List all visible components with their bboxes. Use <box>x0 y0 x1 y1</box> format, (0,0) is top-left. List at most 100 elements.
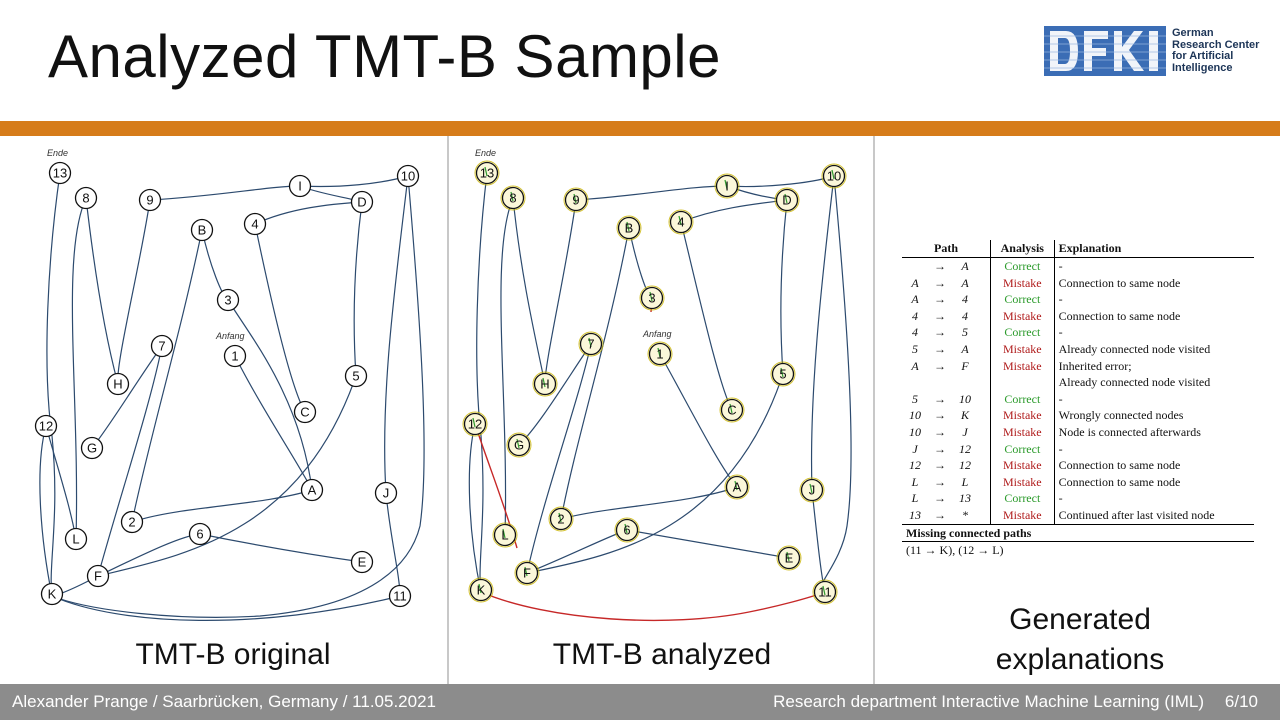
node-label: H <box>540 377 549 392</box>
node-label: L <box>72 532 79 547</box>
missing-paths-value: (11 → K), (12 → L) <box>906 543 1004 558</box>
path-to: 4 <box>962 292 968 307</box>
node-label: 11 <box>818 585 832 600</box>
analysis-cell: Mistake <box>990 423 1055 441</box>
node-label: J <box>383 486 390 501</box>
start-label: Anfang <box>642 329 672 339</box>
node-check-mark <box>502 528 506 539</box>
path-cell: A→A <box>902 275 991 292</box>
node-circle <box>288 174 312 198</box>
node-circle <box>396 164 420 188</box>
node-check-mark <box>809 483 813 494</box>
node-circle <box>388 584 412 608</box>
node-label: H <box>113 377 122 392</box>
column-header-analysis: Analysis <box>990 240 1055 258</box>
node-check-mark <box>831 169 835 180</box>
node-label: 12 <box>468 417 482 432</box>
path-arrow: → <box>934 358 946 373</box>
node-circle <box>800 478 824 502</box>
path-to: A <box>961 275 969 290</box>
explanation-cell: - <box>1053 440 1254 458</box>
footer-department: Research department Interactive Machine … <box>773 692 1204 711</box>
panel-divider <box>447 136 449 684</box>
path-arrow: → <box>934 491 946 506</box>
node-circle <box>34 414 58 438</box>
node-check-mark <box>729 403 733 414</box>
node-label: 12 <box>39 419 53 434</box>
node-label: C <box>727 403 736 418</box>
node-circle <box>106 372 130 396</box>
node-circle <box>80 436 104 460</box>
node-label: 10 <box>827 169 841 184</box>
node-label: 7 <box>158 339 165 354</box>
node-check-mark <box>484 166 488 177</box>
logo-line: Intelligence <box>1172 61 1233 74</box>
analysis-cell <box>990 374 1055 391</box>
explanation-cell: Inherited error; <box>1053 357 1254 375</box>
node-label: D <box>357 195 366 210</box>
node-label: A <box>733 480 742 495</box>
node-circle <box>669 210 693 234</box>
node-circle <box>374 481 398 505</box>
node-highlight-ring <box>532 371 558 397</box>
node-circle <box>617 216 641 240</box>
path-cell: A→F <box>902 358 991 375</box>
analysis-cell: Mistake <box>990 340 1055 358</box>
node-check-mark <box>624 523 628 534</box>
path-to: J <box>962 424 968 439</box>
node-highlight-ring <box>776 545 802 571</box>
path-cell: A → 4 <box>902 291 991 308</box>
node-label: 1 <box>656 347 663 362</box>
path-cell: 12→12 <box>902 457 991 474</box>
node-label: J <box>809 483 816 498</box>
explanation-cell: Continued after last visited node <box>1053 506 1254 524</box>
path-cell: L→L <box>902 474 991 491</box>
path-to: 10 <box>959 391 971 406</box>
node-label: F <box>94 569 102 584</box>
caption-analyzed: TMT-B analyzed <box>552 638 772 671</box>
node-check-mark <box>588 337 592 348</box>
table-row: Already connected node visited <box>902 374 1254 391</box>
explanation-cell: - <box>1053 324 1254 341</box>
analysis-cell: Mistake <box>990 473 1055 491</box>
path-from: A <box>911 292 919 307</box>
path-arrow: → <box>934 292 946 307</box>
node-label: 4 <box>251 217 258 232</box>
caption-explanations-line1: Generated <box>1009 603 1151 636</box>
node-circle <box>475 161 499 185</box>
analysis-cell: Mistake <box>990 274 1055 292</box>
path-to: 12 <box>959 441 971 456</box>
node-label: D <box>782 193 791 208</box>
node-circle <box>243 212 267 236</box>
node-label: 4 <box>677 215 684 230</box>
node-circle <box>775 188 799 212</box>
analysis-cell: Mistake <box>990 457 1055 474</box>
path-arrow: → <box>934 474 946 489</box>
node-circle <box>350 190 374 214</box>
node-label: G <box>87 441 97 456</box>
node-highlight-ring <box>548 506 574 532</box>
analysis-cell: Correct <box>990 490 1055 507</box>
path-cell: 5→A <box>902 341 991 358</box>
path-from: 5 <box>912 341 918 356</box>
path-from: 10 <box>909 408 921 423</box>
node-check-mark <box>734 480 738 491</box>
node-circle <box>86 564 110 588</box>
node-highlight-ring <box>647 341 673 367</box>
analysis-cell: Mistake <box>990 307 1055 325</box>
explanation-cell: Connection to same node <box>1053 274 1254 292</box>
node-highlight-ring <box>714 173 740 199</box>
node-check-mark <box>573 193 577 204</box>
node-highlight-ring <box>514 560 540 586</box>
path-arrow: → <box>934 408 946 423</box>
node-highlight-ring <box>506 432 532 458</box>
